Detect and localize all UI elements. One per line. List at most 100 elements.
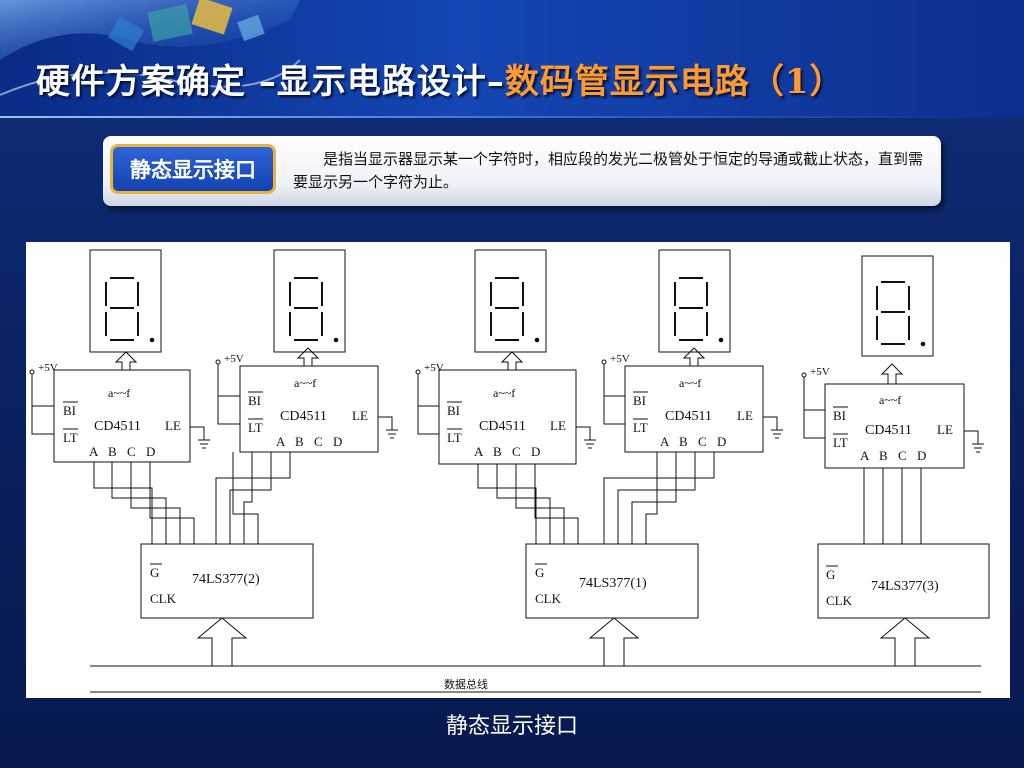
bus-wires-2 [477,452,715,544]
le-ground-5 [964,430,984,453]
header-decoration [0,0,300,96]
decoder-pin-le: LE [737,408,753,423]
le-ground-1 [190,426,210,449]
decoder-chip-2: a~~f BI LT CD4511 LE A B C D [239,365,379,453]
supply-label-4: +5V [610,353,630,365]
title-main: 硬件方案确定 –显示电路设计– [36,62,505,102]
decoder-pin-lt: LT [833,435,848,450]
latch-chip-label-1: 74LS377(2) [192,572,260,587]
seven-segment-display-2 [273,249,346,353]
clock-arrow-1 [196,617,248,666]
latch-pin-clk: CLK [150,591,177,606]
decoder-input-a: A [474,444,484,459]
latch-chip-3: G 74LS377(3) CLK [817,543,990,619]
clock-arrow-2 [588,617,640,666]
decoder-chip-1: a~~f BI LT CD4511 LE A B C D [53,369,191,463]
decoder-output-label: a~~f [294,376,316,390]
decoder-input-a: A [89,444,99,459]
decoder-pin-lt: LT [248,420,263,435]
header-banner: 硬件方案确定 –显示电路设计–数码管显示电路（1） [0,0,1024,118]
supply-label-5: +5V [810,366,830,378]
decoder-pin-le: LE [165,418,181,433]
decoder-pin-bi: BI [447,403,460,418]
definition-box: 静态显示接口 是指当显示器显示某一个字符时，相应段的发光二极管处于恒定的导通或截… [103,136,941,206]
decoder-pin-bi: BI [248,393,261,408]
decoder-input-b: B [879,448,888,463]
decoder-chip-label: CD4511 [94,419,141,434]
decoder-input-b: B [108,444,117,459]
bus-wires-1 [93,452,291,544]
supply-label-2: +5V [224,353,244,365]
diagram-caption: 静态显示接口 [445,714,578,739]
decoder-input-c: C [698,434,707,449]
decoder-input-a: A [660,434,670,449]
display-arrow-1 [114,351,138,370]
definition-term-badge: 静态显示接口 [110,144,276,194]
decoder-chip-4: a~~f BI LT CD4511 LE A B C D [624,365,764,453]
decoder-pin-bi: BI [63,403,76,418]
decoder-input-c: C [512,444,521,459]
decoder-output-label: a~~f [493,386,515,400]
decoder-input-d: D [717,434,726,449]
decoder-chip-5: a~~f BI LT CD4511 LE A B C D [824,383,965,469]
latch-chip-label-3: 74LS377(3) [871,579,939,594]
decoder-output-label: a~~f [679,376,701,390]
seven-segment-display-1 [89,249,162,353]
decoder-input-d: D [531,444,540,459]
seven-segment-display-4 [658,249,731,353]
data-bus-label: 数据总线 [444,677,488,691]
decoder-pin-lt: LT [63,430,78,445]
decoder-input-a: A [860,448,870,463]
latch-chip-2: G 74LS377(1) CLK [525,543,699,619]
decoder-input-b: B [493,444,502,459]
header-divider [0,116,1024,118]
decoder-input-d: D [333,434,342,449]
latch-chip-label-2: 74LS377(1) [579,576,647,591]
latch-pin-g: G [535,565,544,580]
decoder-pin-bi: BI [633,393,646,408]
decoder-chip-label: CD4511 [479,419,526,434]
page-title: 硬件方案确定 –显示电路设计–数码管显示电路（1） [36,54,845,104]
decoder-output-label: a~~f [879,393,901,407]
display-arrow-2 [296,347,320,366]
decoder-input-b: B [295,434,304,449]
power-rail-5: +5V [801,366,830,439]
power-rail-1: +5V [29,362,58,435]
decoder-pin-le: LE [937,422,953,437]
power-rail-4: +5V [601,353,630,425]
decoder-chip-3: a~~f BI LT CD4511 LE A B C D [438,369,577,465]
decoder-output-label: a~~f [108,386,130,400]
power-rail-2: +5V [215,353,244,425]
decoder-chip-label: CD4511 [665,409,712,424]
decoder-input-d: D [146,444,155,459]
le-ground-3 [576,426,596,449]
decoder-pin-lt: LT [633,420,648,435]
title-subtitle: 数码管显示电路（1） [504,62,845,102]
latch-chip-1: G 74LS377(2) CLK [140,543,314,619]
display-arrow-3 [500,351,524,370]
decoder-pin-le: LE [550,418,566,433]
decoder-input-b: B [679,434,688,449]
latch-pin-g: G [826,567,835,582]
display-arrow-5 [880,363,904,384]
decoder-input-c: C [314,434,323,449]
power-rail-3: +5V [415,362,444,435]
latch-pin-g: G [150,565,159,580]
le-ground-4 [763,416,783,439]
data-bus: 数据总线 [90,665,981,693]
decoder-pin-lt: LT [447,430,462,445]
bus-wires-3 [863,468,922,544]
decoder-input-c: C [127,444,136,459]
decoder-pin-bi: BI [833,408,846,423]
seven-segment-display-3 [474,249,547,353]
definition-text: 是指当显示器显示某一个字符时，相应段的发光二极管处于恒定的导通或截止状态，直到需… [293,150,924,191]
decoder-input-d: D [917,448,926,463]
le-ground-2 [378,416,398,439]
latch-pin-clk: CLK [535,591,562,606]
display-arrow-4 [682,347,706,366]
decoder-input-c: C [898,448,907,463]
clock-arrow-3 [879,617,931,666]
decoder-chip-label: CD4511 [280,409,327,424]
circuit-diagram-svg: a~~f BI LT CD4511 LE A B C D +5V [29,249,990,693]
